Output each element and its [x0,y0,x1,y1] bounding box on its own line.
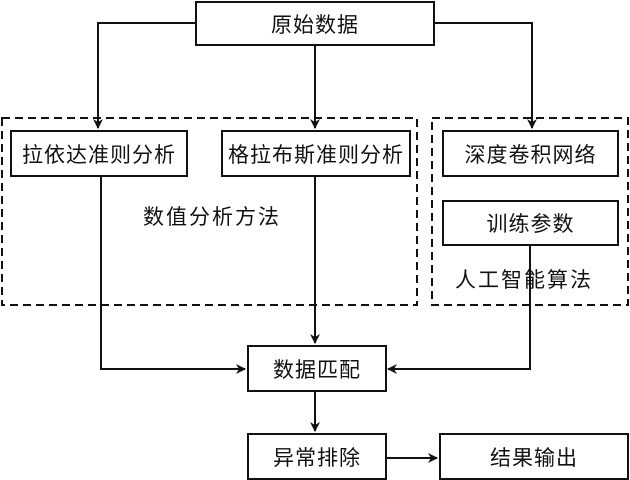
node-pauta-criterion: 拉依达准则分析 [10,130,188,177]
node-result-output: 结果输出 [439,433,629,480]
node-grubbs-criterion-label: 格拉布斯准则分析 [228,142,404,167]
node-raw-data: 原始数据 [195,1,435,46]
group-ai-label: 人工智能算法 [455,268,593,292]
node-deep-cnn-label: 深度卷积网络 [464,142,597,167]
edge-train-to-match [387,245,531,374]
edge-pauta-to-match [100,176,246,374]
edge-raw-to-pauta [93,22,195,129]
edge-raw-to-cnn [434,22,537,129]
node-raw-data-label: 原始数据 [271,12,359,37]
node-training-params-label: 训练参数 [486,212,575,236]
node-anomaly-removal: 异常排除 [247,433,387,480]
group-numerical-border [1,117,418,306]
node-anomaly-removal-label: 异常排除 [273,445,361,470]
node-data-match: 数据匹配 [247,345,387,392]
node-data-match-label: 数据匹配 [273,357,361,382]
group-numerical-label: 数值分析方法 [143,205,281,229]
node-grubbs-criterion: 格拉布斯准则分析 [221,130,411,177]
node-training-params: 训练参数 [442,200,619,246]
node-deep-cnn: 深度卷积网络 [442,130,619,177]
node-result-output-label: 结果输出 [490,445,578,470]
node-pauta-criterion-label: 拉依达准则分析 [22,142,176,167]
